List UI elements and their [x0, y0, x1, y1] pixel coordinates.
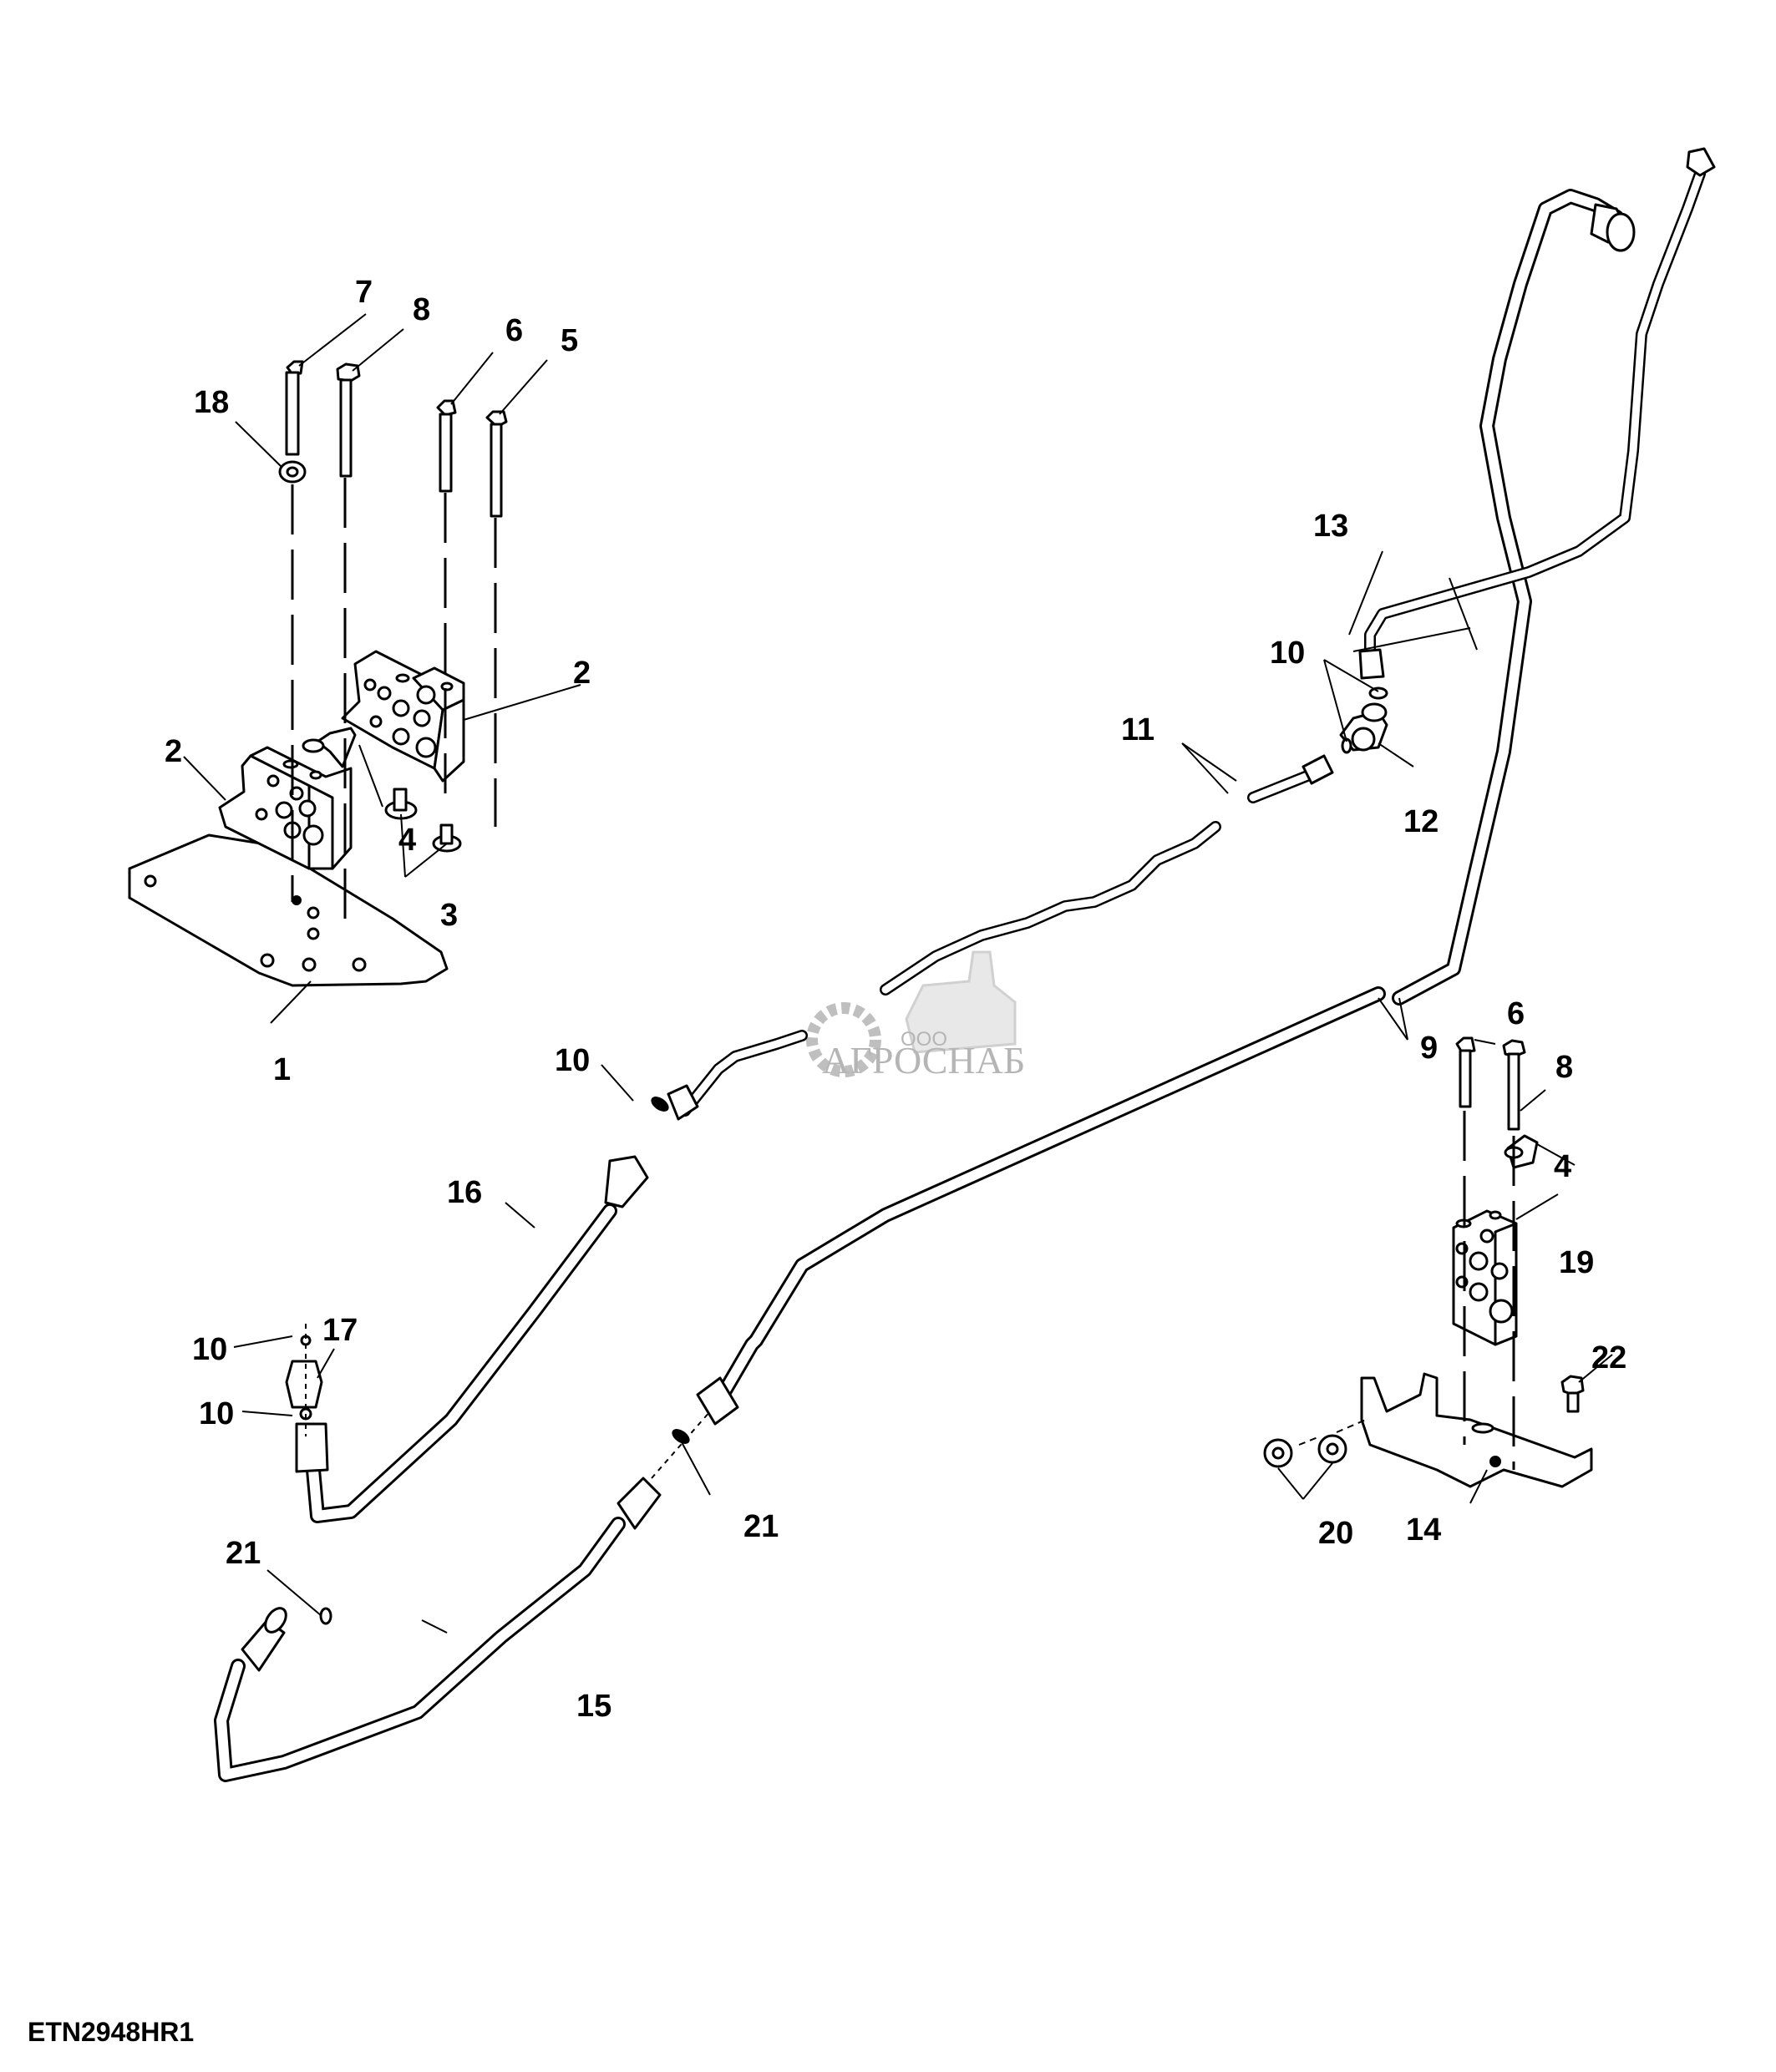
alignment-line-hose-15 — [651, 1411, 711, 1479]
callout-22: 22 — [1591, 1340, 1626, 1375]
callout-10-adapter-bottom: 10 — [199, 1396, 234, 1431]
adapter-part-17 — [285, 1360, 323, 1409]
callout-2-right: 2 — [573, 656, 591, 691]
clamp-block-part-2-left — [218, 746, 353, 870]
elbow-fitting-part-12 — [1339, 702, 1388, 752]
bolt-part-6-right — [1455, 1036, 1476, 1108]
leader-lines — [183, 313, 1613, 1634]
callout-1: 1 — [273, 1052, 291, 1087]
callout-17: 17 — [322, 1313, 358, 1348]
tube-part-9-lower — [696, 986, 1386, 1426]
bolt-part-8-right — [1502, 1039, 1526, 1131]
callout-9: 9 — [1420, 1031, 1438, 1066]
callout-8-right: 8 — [1555, 1050, 1573, 1085]
figure-id: ETN2948HR1 — [28, 2017, 194, 2047]
clip-part-4-left — [302, 727, 357, 768]
watermark-prefix: ООО — [901, 1028, 947, 1051]
hose-part-15 — [214, 1477, 662, 1782]
nut-part-20-b — [1317, 1434, 1347, 1464]
callout-10-upper: 10 — [1270, 636, 1305, 671]
watermark-name: АГРОСНАБ — [822, 1039, 1025, 1082]
callout-10-adapter-top: 10 — [192, 1332, 227, 1367]
bolt-part-5 — [485, 410, 508, 518]
bolt-part-6-left — [436, 399, 457, 493]
callout-11: 11 — [1121, 712, 1154, 747]
callout-12: 12 — [1403, 804, 1439, 839]
bracket-part-14 — [1360, 1372, 1593, 1488]
callout-18: 18 — [194, 385, 229, 420]
callout-7: 7 — [355, 275, 373, 310]
alignment-lines-bottom-right — [1298, 1111, 1515, 1470]
callout-8-left: 8 — [413, 292, 430, 327]
callout-21-hose-15-elbow: 21 — [226, 1536, 261, 1571]
callout-19: 19 — [1559, 1245, 1594, 1280]
tube-part-13 — [1358, 147, 1716, 680]
combine-harvester-icon — [905, 950, 1017, 1054]
callout-4-right: 4 — [1554, 1149, 1571, 1184]
bolt-part-3-b — [432, 823, 462, 853]
callout-2-left: 2 — [165, 734, 182, 769]
seal-part-21-hose-15-elbow — [319, 1607, 332, 1625]
callout-4-left: 4 — [398, 823, 416, 858]
gear-icon — [806, 1002, 881, 1077]
callout-6-right: 6 — [1507, 996, 1525, 1031]
tube-part-11 — [880, 754, 1334, 995]
bolt-part-22 — [1560, 1375, 1585, 1413]
alignment-lines-top-left — [291, 478, 497, 919]
callout-13: 13 — [1313, 509, 1348, 544]
watermark-logo: ООО АГРОСНАБ — [806, 950, 1025, 1082]
clip-part-4-right — [1504, 1134, 1539, 1169]
callout-20: 20 — [1318, 1516, 1353, 1551]
hose-part-16 — [295, 1155, 649, 1523]
clamp-block-part-19 — [1452, 1209, 1518, 1346]
callout-16: 16 — [447, 1175, 482, 1210]
seal-part-10-upper-a — [1368, 686, 1388, 700]
washer-part-18 — [278, 460, 307, 484]
callout-10-hose-16: 10 — [555, 1043, 590, 1078]
callout-21-hose-15-top: 21 — [743, 1509, 779, 1544]
bolt-part-8-left — [336, 362, 361, 478]
callout-5: 5 — [561, 323, 578, 358]
mounting-plate-part-1 — [128, 833, 449, 987]
nut-part-20-a — [1263, 1438, 1293, 1468]
callout-15: 15 — [576, 1689, 611, 1724]
tube-part-9-upper — [1392, 189, 1636, 1006]
callout-6-left: 6 — [505, 313, 523, 348]
clamp-block-part-2-right — [341, 650, 465, 783]
callout-3: 3 — [440, 898, 458, 933]
tube-to-hose-16 — [667, 1030, 808, 1121]
callout-14: 14 — [1406, 1512, 1441, 1548]
seal-part-10-hose-top — [651, 1097, 669, 1112]
callout-labels: 1 2 2 3 4 4 5 6 6 7 8 8 9 10 10 10 10 11… — [165, 275, 1626, 1724]
bolt-part-7 — [285, 360, 304, 456]
seal-part-21-hose-15-top — [672, 1429, 690, 1444]
bolt-part-3-a — [384, 788, 418, 820]
